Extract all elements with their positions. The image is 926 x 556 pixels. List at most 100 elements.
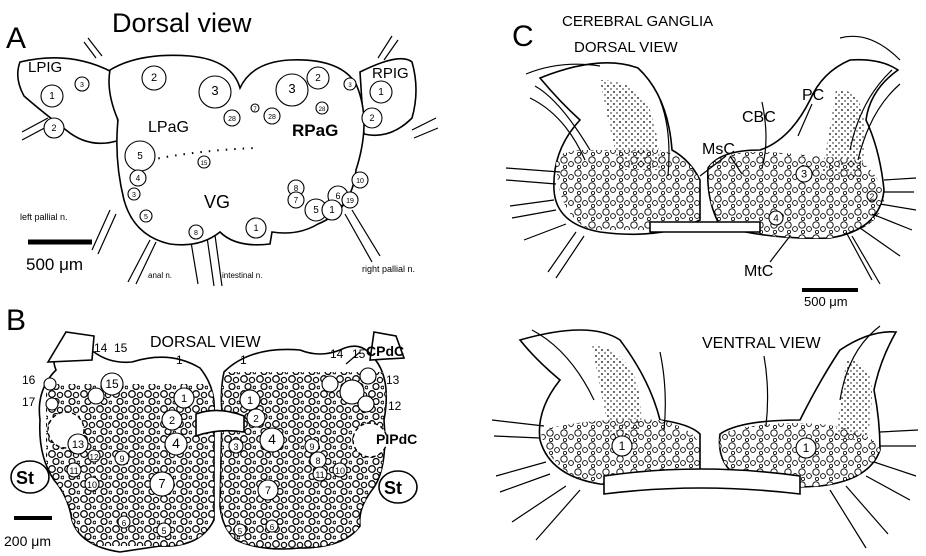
neuron-label-4: 4 [773, 214, 779, 225]
panel-b-callout-13: 13 [386, 373, 400, 387]
panel-b-callout-15: 15 [114, 341, 128, 355]
neuron-label-1: 1 [378, 87, 384, 98]
neuron-label-28: 28 [228, 116, 236, 123]
neuron-16 [44, 378, 56, 390]
pipdc-label: PIPdC [376, 431, 417, 447]
neuron-label-4: 4 [268, 431, 276, 447]
neuron-label-2: 2 [151, 72, 157, 84]
lpig-label: LPIG [28, 59, 62, 76]
msc-label: MsC [702, 141, 735, 158]
neuron-label-10: 10 [356, 178, 364, 185]
neuron-label-5: 5 [161, 526, 166, 536]
right-pallial-label: right pallial n. [362, 264, 415, 274]
neuron-label-1: 1 [619, 439, 626, 453]
neuron-label-1: 1 [247, 395, 253, 407]
panel-b-callout-15: 15 [352, 347, 366, 361]
panel-c-dorsal-ganglia [506, 36, 916, 284]
panel-b-title: DORSAL VIEW [150, 334, 261, 351]
neuron-label-5: 5 [238, 527, 243, 536]
neuron-label-3: 3 [80, 82, 84, 89]
panel-c-title-line2: DORSAL VIEW [574, 39, 678, 56]
neuron-label-3: 3 [211, 83, 218, 98]
neuron-label-2: 2 [870, 193, 875, 202]
cpdc-label: CPdC [366, 343, 404, 359]
neuron-label-3: 3 [233, 442, 238, 452]
panel-c-ventral-ganglia [492, 326, 918, 548]
neuron-14 [88, 388, 104, 404]
panel-b-callout-1: 1 [176, 353, 183, 367]
st-left-label: St [16, 468, 34, 488]
neuron-12 [358, 396, 374, 412]
cbc-label: CBC [742, 109, 776, 126]
panel-a-title: Dorsal view [112, 8, 252, 38]
panel-a: A Dorsal view LPIG RPIG LPaG RPaG VG lef… [6, 8, 438, 286]
neuron-label-1: 1 [181, 393, 187, 405]
neuron-label-19: 19 [346, 198, 354, 205]
st-right-label: St [384, 478, 402, 498]
neuron-label-8: 8 [315, 456, 320, 466]
neuron-label-4: 4 [172, 435, 180, 451]
ventral-title: VENTRAL VIEW [702, 335, 821, 352]
panel-b-scale-label: 200 μm [4, 533, 51, 549]
panel-b-callout-17: 17 [22, 395, 36, 409]
neuron-label-5: 5 [137, 151, 143, 162]
neuron-label-2: 2 [51, 123, 56, 133]
neuron-label-15: 15 [201, 161, 208, 167]
neuron-17 [46, 398, 58, 410]
neuron-13 [360, 368, 376, 384]
neuron-label-13: 13 [72, 439, 84, 451]
neuron-label-15: 15 [105, 377, 119, 391]
panel-b-callout-12: 12 [388, 399, 402, 413]
panel-b-callout-14: 14 [330, 347, 344, 361]
neuron-label-1: 1 [329, 205, 335, 216]
neuron-label-7: 7 [158, 476, 165, 491]
neuron-label-3: 3 [132, 192, 136, 199]
neuron-label-4: 4 [136, 174, 141, 183]
neuron-label-7: 7 [294, 196, 299, 205]
neuron-label-10: 10 [87, 480, 97, 490]
intestinal-nerve-label: intestinal n. [222, 271, 262, 280]
anal-nerve-label: anal n. [148, 271, 172, 280]
neuron-label-28: 28 [319, 107, 326, 113]
panel-c: C CEREBRAL GANGLIA DORSAL VIEW [492, 13, 918, 548]
neuron-label-3: 3 [801, 169, 807, 181]
neuron-label-6: 6 [335, 191, 340, 201]
neuron-label-5: 5 [144, 214, 148, 221]
vg-label: VG [204, 192, 230, 212]
neuron-label-12: 12 [90, 453, 99, 462]
neuron-label-9: 9 [119, 454, 124, 464]
neuron-label-8: 8 [194, 230, 198, 237]
mtc-label: MtC [744, 263, 773, 280]
neuron-label-11: 11 [69, 466, 78, 476]
neuron-label-7: 7 [265, 485, 271, 497]
neuron-label-9: 9 [309, 442, 314, 452]
neuron-label-1: 1 [803, 441, 810, 455]
panel-b-callout-16: 16 [22, 373, 36, 387]
panel-b-left-flap [48, 332, 94, 362]
rpig-label: RPIG [372, 65, 409, 82]
neuron-label-2: 2 [253, 414, 259, 425]
neuron-label-6: 6 [122, 519, 127, 528]
neuron-label-2: 2 [315, 73, 321, 84]
lpag-label: LPaG [148, 119, 189, 136]
panel-a-letter: A [6, 22, 26, 55]
neuron-label-11: 11 [315, 470, 324, 480]
panel-c-scale-label: 500 μm [804, 294, 848, 309]
neuron-label-10: 10 [335, 466, 345, 476]
panel-a-scale-label: 500 μm [26, 255, 83, 274]
panel-b-letter: B [6, 304, 26, 337]
neuron-label-6: 6 [270, 523, 275, 532]
panel-c-letter: C [512, 20, 534, 53]
neuron-label-5: 5 [313, 205, 319, 216]
neuron-label-1: 1 [49, 91, 55, 102]
left-pallial-label: left pallial n. [20, 212, 68, 222]
rpag-label: RPaG [292, 121, 338, 140]
panel-b: B DORSAL VIEW St St CPdC PIPdC 200 [4, 304, 417, 552]
neuron-14 [322, 376, 338, 392]
neuron-label-2: 2 [169, 415, 175, 427]
panel-b-callout-1: 1 [240, 353, 247, 367]
panel-b-callout-14: 14 [94, 341, 108, 355]
panel-c-title-line1: CEREBRAL GANGLIA [562, 13, 713, 30]
pc-label: PC [802, 87, 824, 104]
